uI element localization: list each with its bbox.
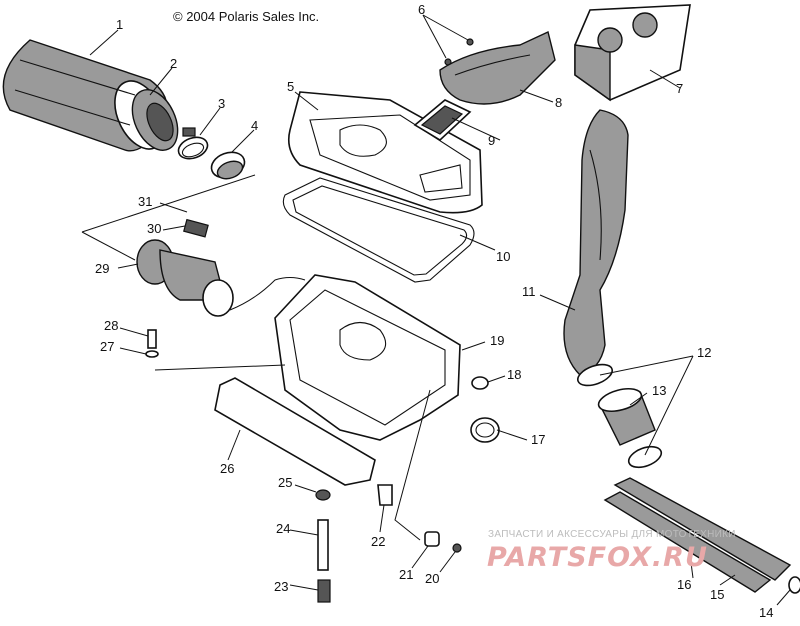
part-21-cap bbox=[424, 531, 440, 547]
reference-lines bbox=[154, 277, 431, 541]
part-17-clamp bbox=[470, 417, 500, 443]
callout-28: 28 bbox=[104, 318, 119, 333]
callout-31: 31 bbox=[138, 194, 153, 209]
part-22-elbow bbox=[377, 484, 393, 506]
part-15-16-tubes bbox=[603, 477, 792, 593]
part-11-outlet-duct bbox=[563, 109, 629, 376]
part-8-snorkel bbox=[439, 31, 556, 105]
callout-30: 30 bbox=[147, 221, 162, 236]
callout-11: 11 bbox=[522, 284, 536, 299]
callout-13: 13 bbox=[652, 383, 667, 398]
callout-22: 22 bbox=[371, 534, 386, 549]
part-6-screws bbox=[422, 14, 474, 66]
part-3-clamp bbox=[177, 127, 209, 160]
callout-18: 18 bbox=[507, 367, 522, 382]
callout-3: 3 bbox=[218, 96, 226, 111]
part-12-clamps bbox=[577, 363, 663, 469]
callout-4: 4 bbox=[251, 118, 259, 133]
callout-20: 20 bbox=[425, 571, 440, 586]
leader-lines bbox=[81, 29, 791, 606]
part-5-airbox-lid bbox=[287, 91, 483, 214]
callout-24: 24 bbox=[276, 521, 291, 536]
copyright-text: © 2004 Polaris Sales Inc. bbox=[173, 9, 320, 24]
callout-15: 15 bbox=[710, 587, 725, 602]
part-19-airbox-base bbox=[274, 274, 461, 441]
callout-10: 10 bbox=[496, 249, 511, 264]
callout-8: 8 bbox=[555, 95, 563, 110]
callout-29: 29 bbox=[95, 261, 110, 276]
callout-9: 9 bbox=[488, 133, 496, 148]
part-2-filter bbox=[131, 89, 179, 151]
watermark-tagline: ЗАПЧАСТИ И АКСЕССУАРЫ ДЛЯ МОТОТЕХНИКИ bbox=[488, 529, 736, 540]
part-10-gasket bbox=[282, 177, 475, 283]
callout-2: 2 bbox=[170, 56, 178, 71]
callout-17: 17 bbox=[531, 432, 546, 447]
part-27-washer bbox=[145, 350, 159, 358]
part-20-clip bbox=[452, 543, 462, 553]
part-14-clamp bbox=[788, 576, 800, 594]
callout-23: 23 bbox=[274, 579, 289, 594]
watermark-logo: PARTSFOX.RU bbox=[487, 542, 708, 573]
callout-25: 25 bbox=[278, 475, 293, 490]
callout-26: 26 bbox=[220, 461, 235, 476]
callout-21: 21 bbox=[399, 567, 414, 582]
callout-19: 19 bbox=[490, 333, 505, 348]
callout-7: 7 bbox=[676, 81, 684, 96]
part-4-coupler bbox=[210, 151, 246, 180]
callout-27: 27 bbox=[100, 339, 115, 354]
callout-12: 12 bbox=[697, 345, 712, 360]
part-18-clamp bbox=[471, 376, 489, 390]
callout-16: 16 bbox=[677, 577, 692, 592]
part-13-boot bbox=[597, 387, 656, 446]
callout-14: 14 bbox=[759, 605, 774, 620]
part-25-grommet bbox=[315, 489, 331, 501]
callout-1: 1 bbox=[116, 17, 124, 32]
part-28-bolt bbox=[147, 329, 157, 349]
callout-6: 6 bbox=[418, 2, 426, 17]
part-9-seal-plate bbox=[413, 99, 472, 141]
part-7-foam-block bbox=[574, 4, 691, 102]
part-26-panel bbox=[214, 377, 376, 486]
callout-5: 5 bbox=[287, 79, 295, 94]
part-23-plug bbox=[317, 579, 331, 603]
part-24-tube bbox=[317, 519, 329, 571]
part-29-adapter bbox=[136, 218, 234, 317]
